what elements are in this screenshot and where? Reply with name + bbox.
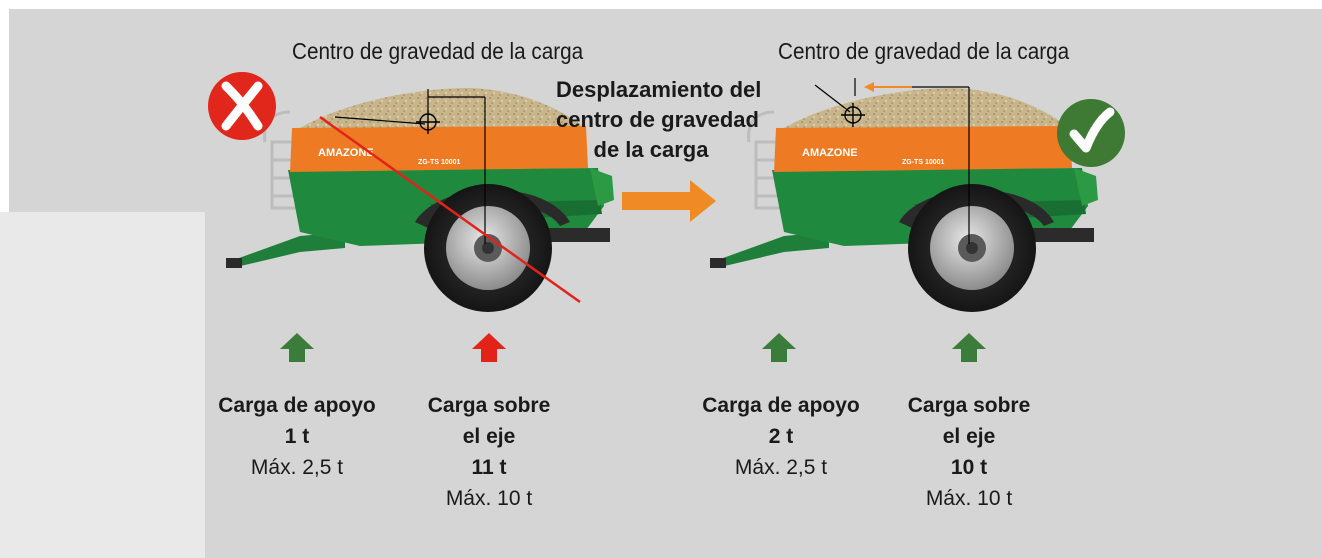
left-light-panel: [0, 212, 205, 558]
support-load-arrow-right: [762, 333, 796, 362]
axle-load-left-title-2: el eje: [462, 425, 516, 448]
spreader-left: [226, 88, 614, 312]
support-load-right-max: Máx. 2,5 t: [734, 456, 828, 479]
shift-arrow-large: [622, 180, 716, 222]
axle-load-right-title-1: Carga sobre: [907, 394, 1031, 417]
support-load-arrow-left: [280, 333, 314, 362]
cg-shift-line-1: Desplazamiento del: [556, 77, 762, 102]
cg-shift-caption: Desplazamiento del centro de gravedad de…: [556, 75, 762, 165]
support-load-left-value: 1 t: [284, 425, 310, 448]
cg-caption-left: Centro de gravedad de la carga: [292, 38, 584, 64]
support-load-right-value: 2 t: [768, 425, 794, 448]
cg-marker-right: [841, 103, 865, 127]
axle-load-right: Carga sobre el eje 10 t Máx. 10 t: [889, 390, 1049, 514]
support-load-left-max: Máx. 2,5 t: [250, 456, 344, 479]
cross-icon: [208, 72, 276, 140]
overload-strike-line: [319, 115, 581, 304]
support-load-left: Carga de apoyo 1 t Máx. 2,5 t: [207, 390, 387, 483]
cg-caption-right: Centro de gravedad de la carga: [778, 38, 1070, 64]
axle-load-left-value: 11 t: [471, 456, 507, 479]
axle-load-left: Carga sobre el eje 11 t Máx. 10 t: [409, 390, 569, 514]
cg-marker-left: [416, 110, 440, 134]
support-load-left-title: Carga de apoyo: [218, 394, 376, 417]
cg-shift-line-3: de la carga: [593, 137, 709, 162]
support-load-right-title: Carga de apoyo: [702, 394, 860, 417]
cg-shift-arrow: [864, 82, 912, 92]
brand-label-right: AMAZONE: [802, 147, 858, 159]
axle-load-arrow-right: [952, 333, 986, 362]
model-label-right: ZG-TS 10001: [902, 159, 945, 166]
axle-load-right-max: Máx. 10 t: [925, 487, 1013, 510]
checkmark-icon: [1057, 99, 1125, 167]
cg-shift-line-2: centro de gravedad: [556, 107, 759, 132]
axle-load-left-title-1: Carga sobre: [427, 394, 551, 417]
brand-label-left: AMAZONE: [318, 147, 374, 159]
axle-load-left-max: Máx. 10 t: [445, 487, 533, 510]
axle-load-right-title-2: el eje: [942, 425, 996, 448]
support-load-right: Carga de apoyo 2 t Máx. 2,5 t: [691, 390, 871, 483]
axle-load-arrow-left: [472, 333, 506, 362]
axle-load-right-value: 10 t: [950, 456, 988, 479]
spreader-right: [710, 88, 1098, 312]
model-label-left: ZG-TS 10001: [418, 159, 461, 166]
